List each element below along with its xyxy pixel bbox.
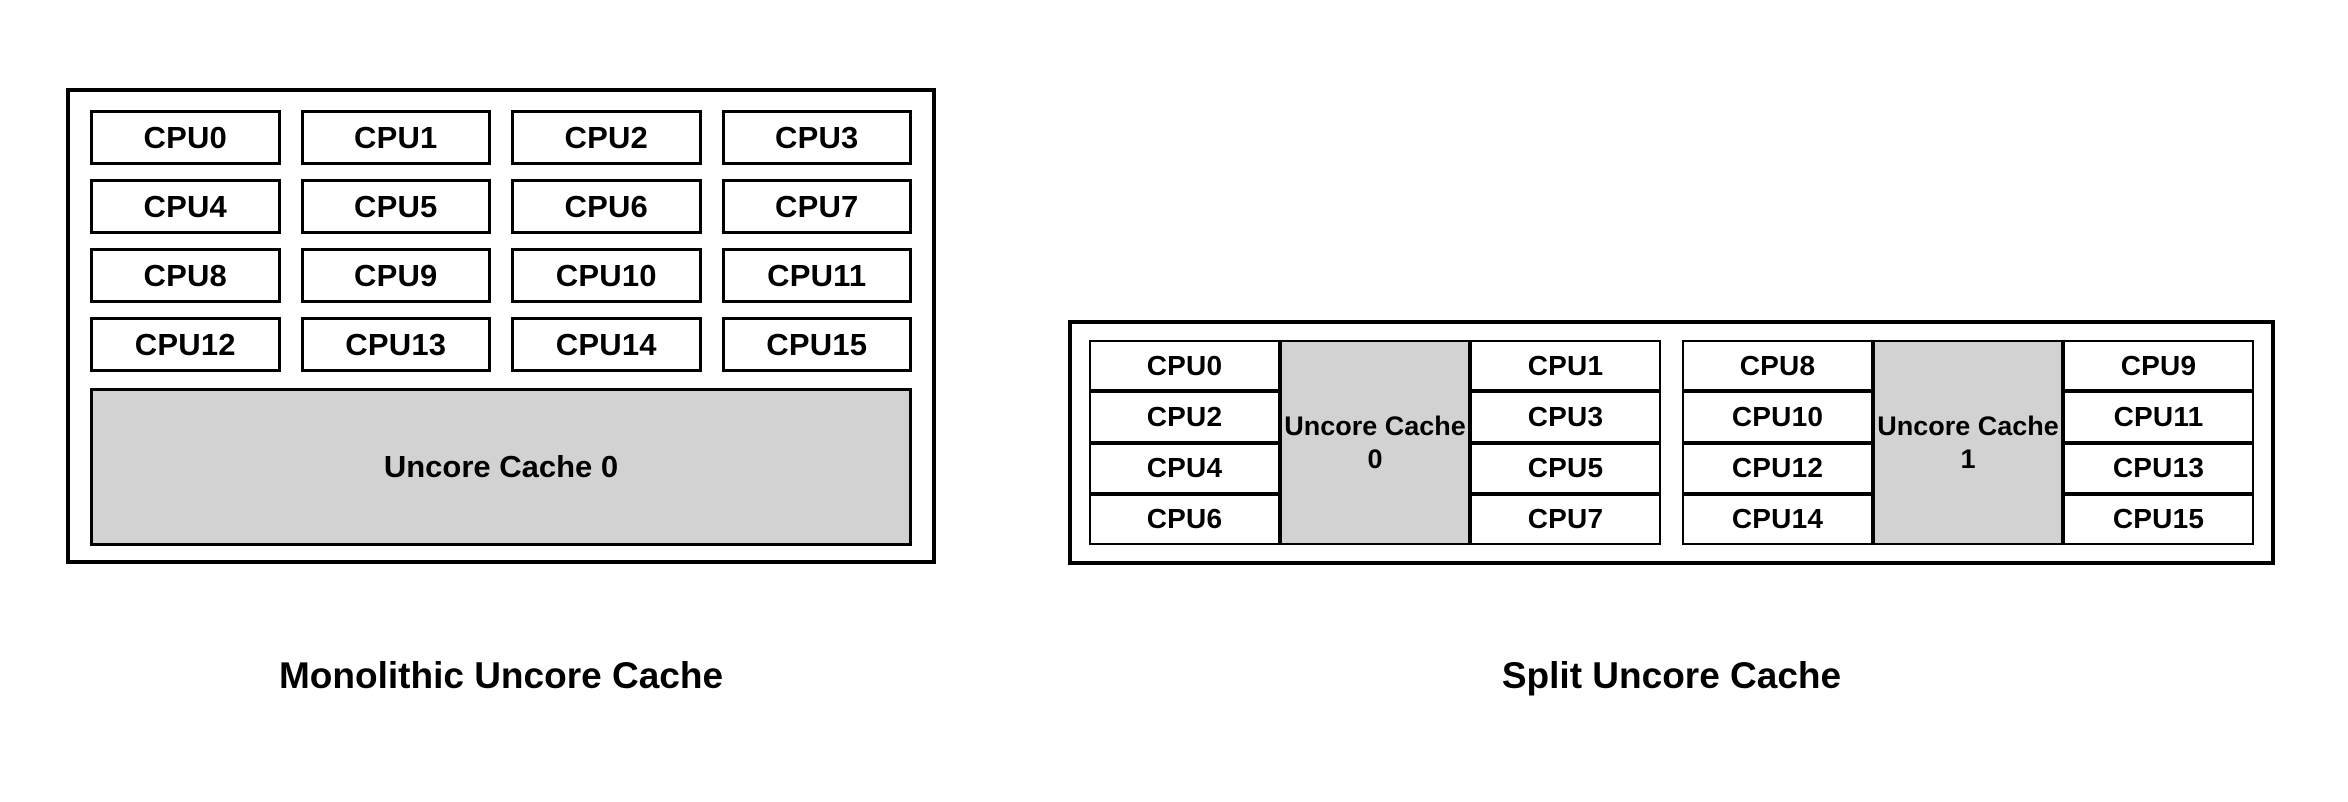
cpu-box: CPU7 bbox=[1470, 493, 1661, 545]
monolithic-diagram-caption: Monolithic Uncore Cache bbox=[278, 655, 724, 696]
monolithic-cpu-grid: CPU0 CPU1 CPU2 CPU3 CPU4 CPU5 CPU6 CPU7 … bbox=[90, 110, 912, 372]
cluster-right-cpu-column: CPU1 CPU3 CPU5 CPU7 bbox=[1470, 340, 1661, 545]
cpu-box: CPU15 bbox=[721, 317, 912, 372]
cpu-box: CPU4 bbox=[1089, 442, 1280, 494]
split-diagram-caption: Split Uncore Cache bbox=[1501, 655, 1842, 696]
cpu-box: CPU15 bbox=[2063, 493, 2254, 545]
cpu-box: CPU6 bbox=[1089, 493, 1280, 545]
cpu-box: CPU14 bbox=[1682, 493, 1873, 545]
cpu-box: CPU14 bbox=[511, 317, 702, 372]
cpu-box: CPU11 bbox=[2063, 391, 2254, 443]
cpu-box: CPU1 bbox=[300, 110, 491, 165]
split-uncore-cache-diagram: CPU0 CPU2 CPU4 CPU6 Uncore Cache 0 CPU1 … bbox=[1068, 320, 2275, 565]
cluster-left-cpu-column: CPU0 CPU2 CPU4 CPU6 bbox=[1089, 340, 1280, 545]
cpu-box: CPU6 bbox=[511, 179, 702, 234]
cpu-box: CPU7 bbox=[721, 179, 912, 234]
monolithic-uncore-cache-diagram: CPU0 CPU1 CPU2 CPU3 CPU4 CPU5 CPU6 CPU7 … bbox=[66, 88, 936, 564]
uncore-cache-block: Uncore Cache 0 bbox=[1280, 340, 1470, 545]
cpu-box: CPU10 bbox=[1682, 391, 1873, 443]
uncore-cache-block: Uncore Cache 1 bbox=[1873, 340, 2063, 545]
split-cluster: CPU0 CPU2 CPU4 CPU6 Uncore Cache 0 CPU1 … bbox=[1089, 340, 1661, 545]
cpu-box: CPU8 bbox=[1682, 340, 1873, 392]
cpu-box: CPU13 bbox=[300, 317, 491, 372]
uncore-cache-block: Uncore Cache 0 bbox=[90, 388, 912, 546]
monolithic-diagram-content: CPU0 CPU1 CPU2 CPU3 CPU4 CPU5 CPU6 CPU7 … bbox=[90, 110, 912, 546]
cpu-box: CPU9 bbox=[2063, 340, 2254, 392]
cpu-box: CPU3 bbox=[721, 110, 912, 165]
cpu-box: CPU3 bbox=[1470, 391, 1661, 443]
split-cluster: CPU8 CPU10 CPU12 CPU14 Uncore Cache 1 CP… bbox=[1682, 340, 2254, 545]
cpu-box: CPU5 bbox=[300, 179, 491, 234]
cpu-box: CPU4 bbox=[90, 179, 281, 234]
cpu-box: CPU1 bbox=[1470, 340, 1661, 392]
cpu-box: CPU5 bbox=[1470, 442, 1661, 494]
cpu-box: CPU12 bbox=[1682, 442, 1873, 494]
cpu-box: CPU10 bbox=[511, 248, 702, 303]
cpu-box: CPU0 bbox=[1089, 340, 1280, 392]
cpu-box: CPU2 bbox=[511, 110, 702, 165]
cluster-left-cpu-column: CPU8 CPU10 CPU12 CPU14 bbox=[1682, 340, 1873, 545]
cpu-box: CPU8 bbox=[90, 248, 281, 303]
cpu-box: CPU9 bbox=[300, 248, 491, 303]
split-diagram-content: CPU0 CPU2 CPU4 CPU6 Uncore Cache 0 CPU1 … bbox=[1089, 340, 2254, 545]
cluster-right-cpu-column: CPU9 CPU11 CPU13 CPU15 bbox=[2063, 340, 2254, 545]
cpu-box: CPU2 bbox=[1089, 391, 1280, 443]
cpu-box: CPU0 bbox=[90, 110, 281, 165]
cpu-box: CPU11 bbox=[721, 248, 912, 303]
cpu-box: CPU12 bbox=[90, 317, 281, 372]
cpu-box: CPU13 bbox=[2063, 442, 2254, 494]
